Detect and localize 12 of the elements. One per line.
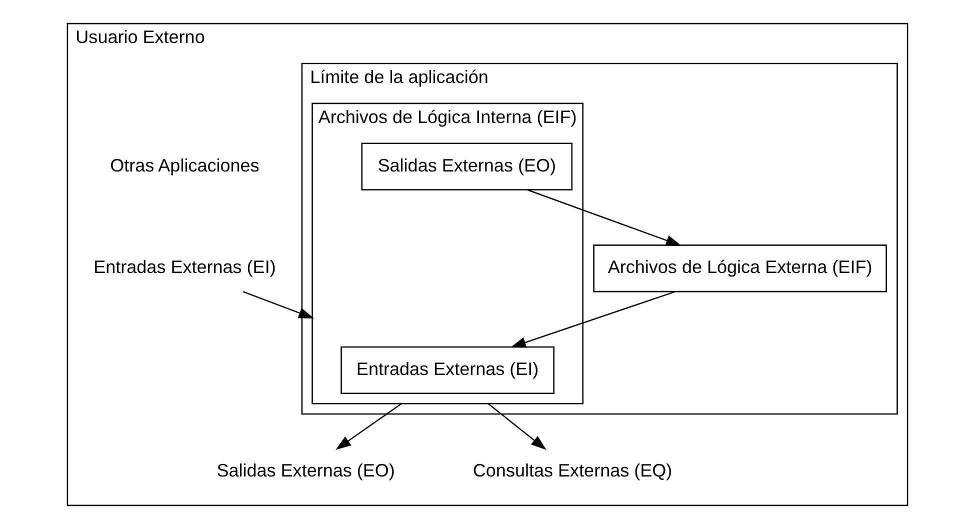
node-text: Consultas Externas (EQ): [472, 460, 672, 481]
label: Otras Aplicaciones: [110, 155, 259, 176]
arrow: [487, 403, 546, 450]
arrow: [242, 291, 314, 318]
node-text: Entradas Externas (EI): [93, 257, 276, 278]
node-box: Salidas Externas (EO): [360, 142, 572, 190]
node-box: Archivos de Lógica Externa (EIF): [592, 244, 886, 292]
arrow: [526, 189, 681, 246]
node-text: Salidas Externas (EO): [216, 460, 394, 481]
node-box: Entradas Externas (EI): [340, 346, 554, 394]
arrow: [335, 403, 402, 450]
arrow: [510, 291, 675, 348]
